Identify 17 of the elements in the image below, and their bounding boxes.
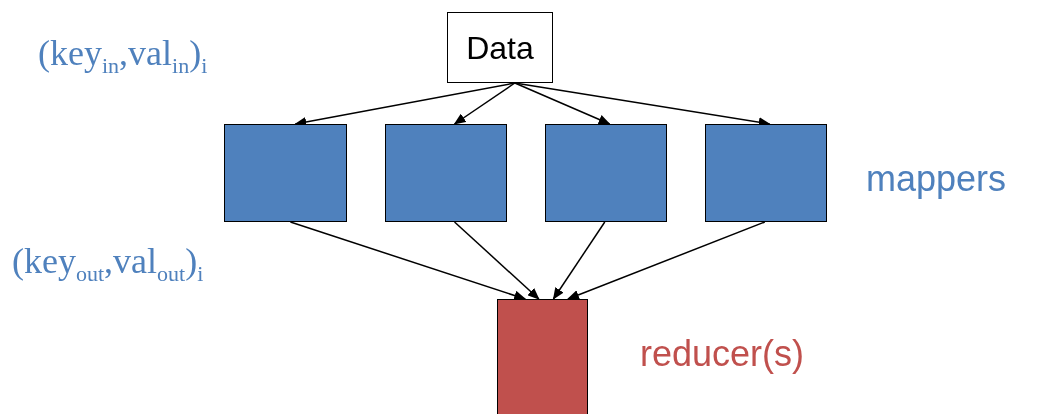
arrow bbox=[453, 221, 540, 300]
process-box bbox=[224, 124, 347, 222]
group-label: mappers bbox=[866, 158, 1007, 200]
process-box bbox=[447, 12, 553, 83]
arrow bbox=[567, 221, 766, 300]
key-value-label: (key$_{out}$,val$_{out}$)$_{i}$ bbox=[12, 240, 204, 288]
arrow bbox=[514, 82, 611, 125]
node-label: Data bbox=[465, 29, 535, 66]
key-value-label: (key$_{in}$,val$_{in}$)$_{i}$ bbox=[38, 32, 208, 80]
arrow bbox=[453, 82, 516, 125]
process-box bbox=[497, 299, 588, 414]
arrow bbox=[552, 221, 606, 300]
process-box bbox=[545, 124, 667, 222]
group-label: reducer(s) bbox=[640, 333, 805, 375]
arrow bbox=[289, 221, 527, 301]
process-box bbox=[705, 124, 827, 222]
process-box bbox=[385, 124, 507, 222]
